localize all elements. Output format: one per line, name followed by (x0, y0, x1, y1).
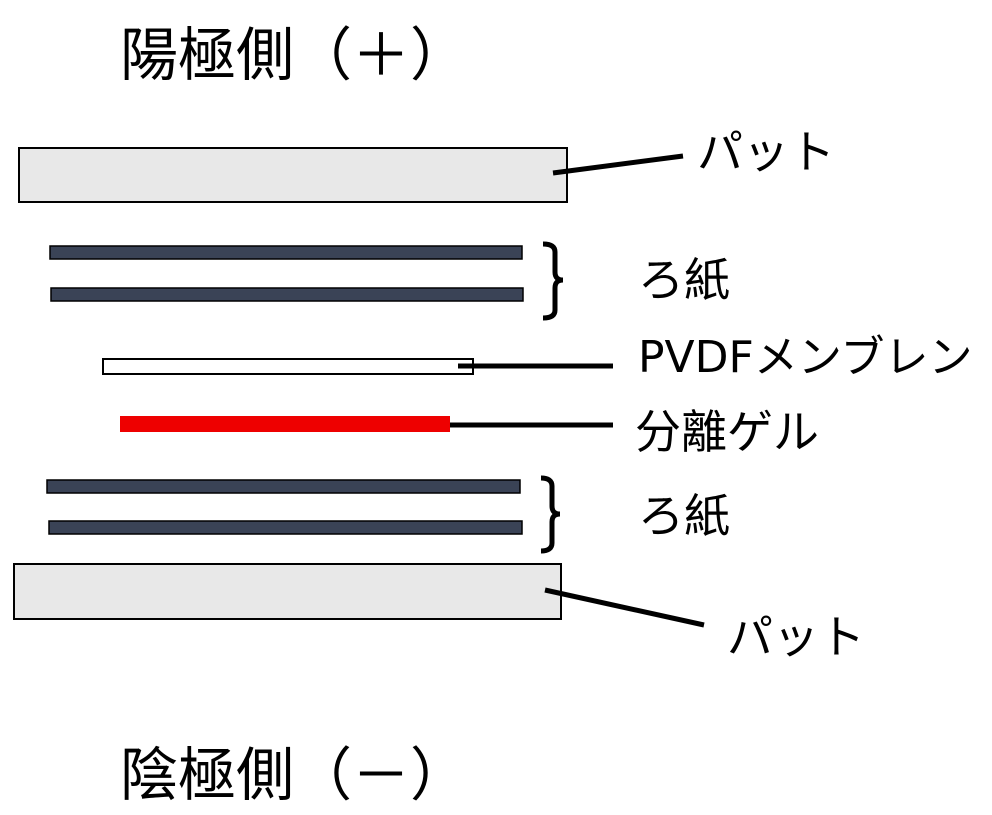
bottom-pad-leader (544, 587, 705, 628)
filter-paper-bottom-2 (48, 520, 523, 535)
bottom-pad-label: パット (727, 610, 865, 664)
top-pad-label: パット (697, 125, 835, 179)
filter-paper-top-1 (49, 245, 523, 260)
cathode-side-label: 陰極側（－） (120, 741, 468, 809)
filter-paper-top-label: ろ紙 (638, 253, 730, 307)
anode-side-label: 陽極側（＋） (120, 21, 468, 89)
top-pad (18, 147, 568, 203)
top-pad-leader (552, 153, 684, 176)
filter-paper-top-2 (50, 287, 524, 302)
filter-paper-bottom-label: ろ紙 (638, 489, 730, 543)
bottom-pad (13, 563, 562, 620)
filter-paper-bottom-1 (46, 479, 521, 494)
pvdf-membrane (102, 358, 474, 375)
filter-paper-bottom-bracket (540, 475, 561, 554)
separation-gel-label: 分離ゲル (635, 405, 819, 459)
separation-gel (120, 416, 450, 432)
filter-paper-top-bracket (542, 241, 564, 321)
pvdf-membrane-label: PVDFメンブレン (638, 332, 973, 383)
